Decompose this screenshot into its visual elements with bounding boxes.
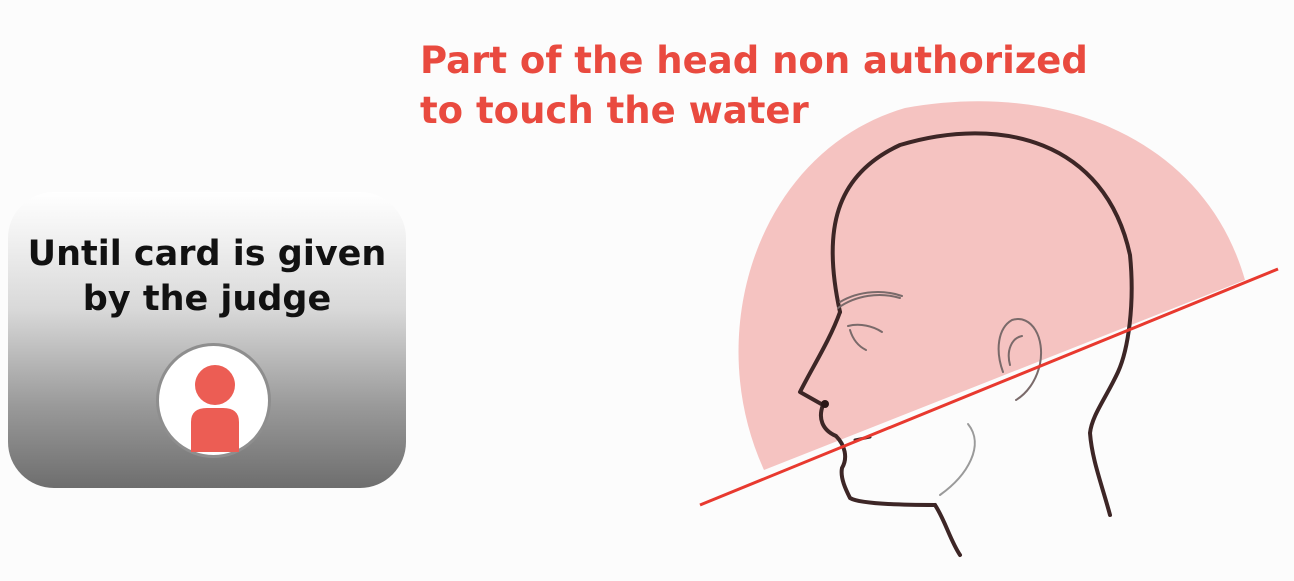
restricted-zone [739, 101, 1245, 470]
nostril-icon [821, 400, 829, 408]
